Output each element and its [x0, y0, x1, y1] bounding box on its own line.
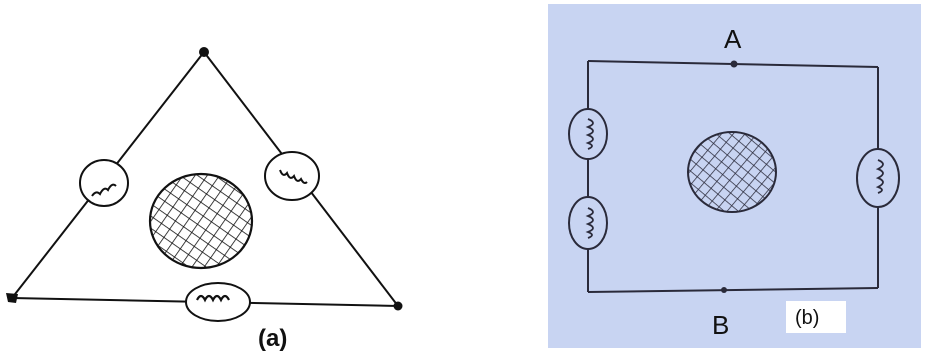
coil-left-lower	[568, 196, 608, 250]
figure-b-rectangle-circuit: A B (b)	[548, 4, 921, 348]
figure-b-caption-background	[786, 301, 846, 333]
figure-a-caption: (a)	[258, 325, 287, 352]
coil-left-upper	[568, 108, 608, 160]
hatched-core-b	[687, 131, 777, 213]
figure-a-triangle-circuit: (a)	[6, 47, 403, 352]
figure-b-caption: (b)	[795, 307, 819, 329]
node-a-label: A	[724, 24, 742, 54]
hatched-core	[148, 172, 254, 270]
node-a	[730, 60, 738, 68]
vertex-top	[199, 47, 209, 57]
vertex-bottom-left	[6, 293, 18, 303]
coil-right-side	[264, 151, 320, 201]
coil-left-side	[79, 159, 129, 207]
coil-right	[856, 148, 900, 208]
coil-bottom-side	[185, 282, 251, 322]
node-b	[721, 287, 727, 293]
vertex-bottom-right	[393, 301, 403, 311]
node-b-label: B	[712, 310, 729, 340]
circuit-wire-bottom	[587, 287, 879, 293]
